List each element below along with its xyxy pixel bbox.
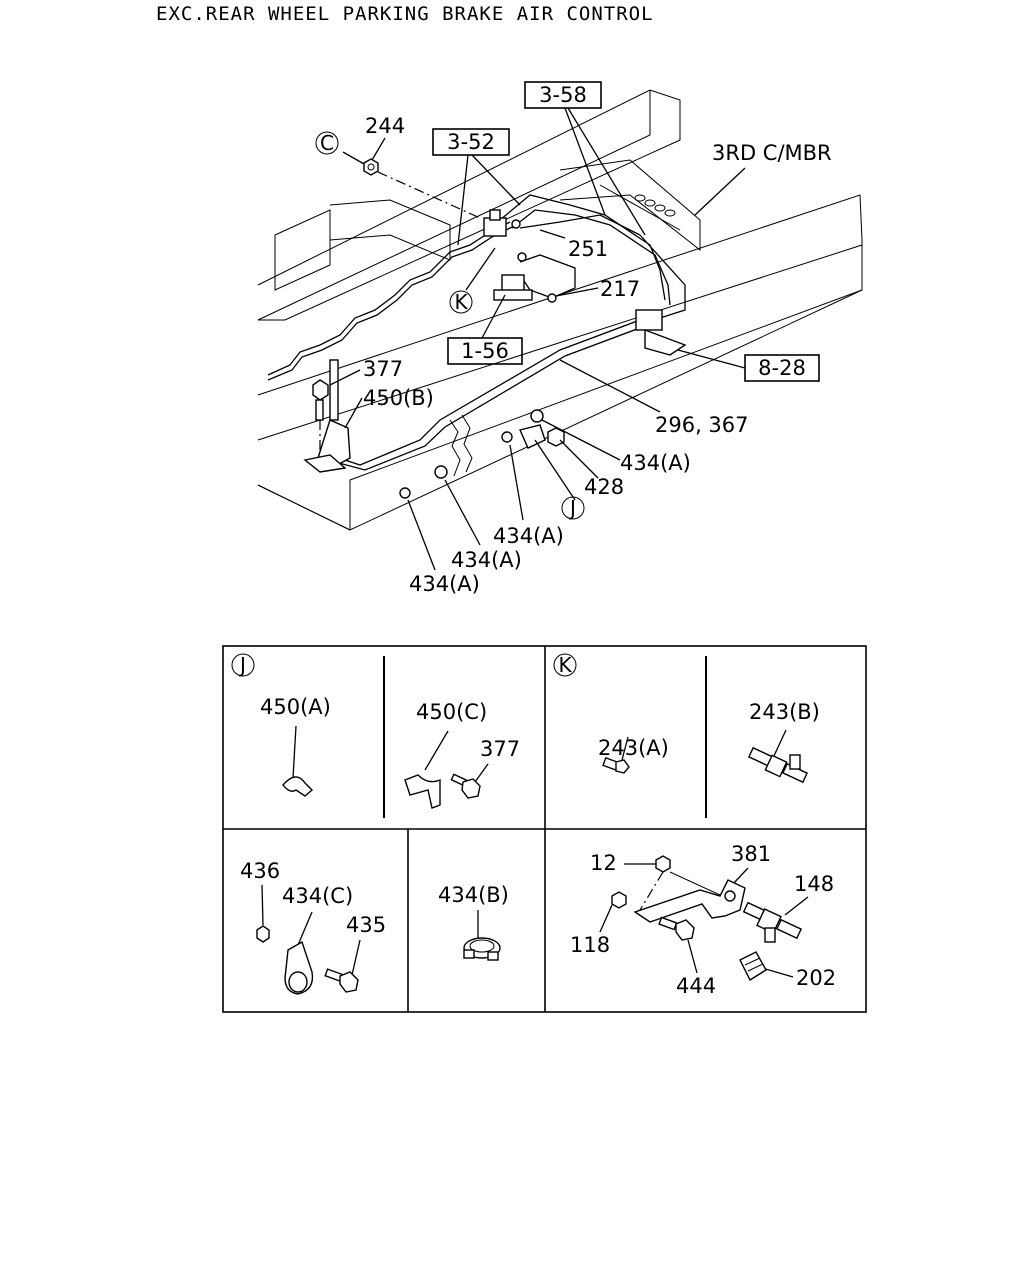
circle-ref-k-label: K [454, 290, 468, 314]
tee-fitting-243b [747, 746, 809, 784]
circle-ref-c-label: C [320, 131, 334, 155]
label-434a-1: 434(A) [620, 451, 691, 475]
label-243a: 243(A) [598, 736, 669, 760]
air-pipes [267, 194, 686, 471]
nut-12 [655, 855, 671, 873]
detail-k-circle-label: K [558, 653, 572, 677]
detail-panel-clamp-434b: 434(B) [438, 883, 509, 961]
nut-118 [611, 891, 627, 909]
label-12: 12 [590, 851, 617, 875]
detail-j-circle-label: J [238, 653, 246, 677]
label-428: 428 [584, 475, 624, 499]
fitting-148 [742, 901, 803, 943]
boxed-ref-3-52-label: 3-52 [447, 130, 495, 154]
detail-panel-clip-434c: 436 434(C) 435 [240, 859, 386, 995]
label-434c: 434(C) [282, 884, 353, 908]
label-148: 148 [794, 872, 834, 896]
leader-lines [329, 107, 746, 571]
label-3rd-cmbr: 3RD C/MBR [712, 141, 832, 165]
chassis-frame [257, 89, 863, 531]
circle-ref-j: J [561, 496, 585, 520]
bolt-435 [324, 968, 359, 993]
label-251: 251 [568, 237, 608, 261]
label-381: 381 [731, 842, 771, 866]
label-435: 435 [346, 913, 386, 937]
label-444: 444 [676, 974, 716, 998]
boxed-ref-8-28-label: 8-28 [758, 356, 806, 380]
label-244: 244 [365, 114, 405, 138]
boxed-ref-3-58: 3-58 [524, 81, 602, 109]
label-434a-4: 434(A) [409, 572, 480, 596]
diagram-title: EXC.REAR WHEEL PARKING BRAKE AIR CONTROL [156, 3, 654, 25]
label-377: 377 [363, 357, 403, 381]
detail-panel-j: J 450(A) 450(C) 377 [231, 653, 520, 809]
crossmember-holes [634, 194, 676, 217]
label-434a-3: 434(A) [451, 548, 522, 572]
label-436: 436 [240, 859, 280, 883]
clip-450a [282, 776, 314, 797]
label-217: 217 [600, 277, 640, 301]
clip-202 [739, 951, 767, 982]
label-434a-2: 434(A) [493, 524, 564, 548]
label-296-367: 296, 367 [655, 413, 749, 437]
bracket-450c [404, 774, 441, 809]
bolt-444 [658, 916, 695, 941]
label-450c: 450(C) [416, 700, 487, 724]
detail-panel-bracket-381: 12 381 148 118 444 202 [570, 842, 836, 998]
components [303, 158, 687, 499]
label-450b: 450(B) [363, 386, 434, 410]
bracket-381 [633, 879, 746, 923]
detail-grid [222, 645, 867, 1013]
boxed-ref-8-28: 8-28 [744, 354, 820, 382]
circle-ref-k: K [449, 290, 473, 314]
circle-ref-c: C [315, 131, 339, 155]
label-377-detail: 377 [480, 737, 520, 761]
nut-436 [256, 925, 270, 943]
label-450a: 450(A) [260, 695, 331, 719]
boxed-ref-3-58-label: 3-58 [539, 83, 587, 107]
label-434b: 434(B) [438, 883, 509, 907]
bolt-377-detail [450, 773, 481, 799]
label-118: 118 [570, 933, 610, 957]
boxed-ref-1-56-label: 1-56 [461, 339, 509, 363]
boxed-ref-1-56: 1-56 [447, 337, 523, 365]
fitting-243a [602, 756, 630, 774]
detail-panel-k: K 243(A) 243(B) [553, 653, 820, 784]
label-243b: 243(B) [749, 700, 820, 724]
boxed-ref-3-52: 3-52 [432, 128, 510, 156]
label-202: 202 [796, 966, 836, 990]
circle-ref-j-label: J [568, 496, 576, 520]
